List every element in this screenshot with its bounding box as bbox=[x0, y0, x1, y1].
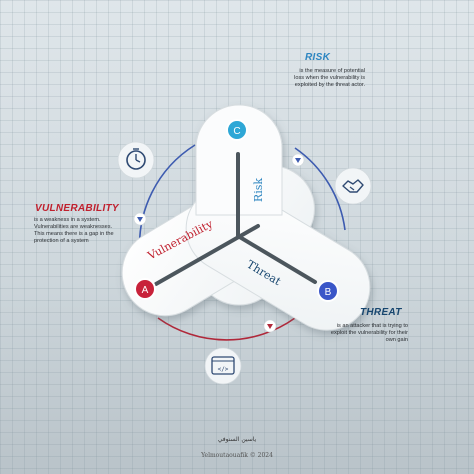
node-b bbox=[317, 280, 339, 302]
vulnerability-line: is a weakness in a system. bbox=[34, 217, 101, 223]
svg-text:</>: </> bbox=[218, 366, 229, 373]
threat-title: THREAT bbox=[360, 307, 402, 318]
code-window-icon: </> bbox=[204, 347, 242, 385]
vulnerability-line: Vulnerabilities are weaknesses. bbox=[34, 224, 113, 230]
node-c bbox=[226, 119, 248, 141]
node-a bbox=[134, 278, 156, 300]
risk-description: is the measure of potential loss when th… bbox=[265, 68, 365, 89]
handshake-icon bbox=[334, 167, 372, 205]
author-credit: Yelmoutaouafik © 2024 bbox=[201, 452, 273, 459]
band-label-risk: Risk bbox=[252, 178, 265, 202]
threat-line: own gain bbox=[385, 337, 408, 343]
node-b-label: B bbox=[325, 287, 332, 298]
arc-right bbox=[294, 147, 346, 231]
vulnerability-description: is a weakness in a system. Vulnerabiliti… bbox=[34, 217, 144, 245]
risk-title: RISK bbox=[305, 52, 331, 63]
author-arabic: ياسين السنوفي bbox=[217, 436, 257, 443]
risk-line: is the measure of potential bbox=[299, 68, 365, 74]
arc-arrow-left bbox=[137, 217, 143, 222]
risk-line: exploited by the threat actor. bbox=[294, 82, 365, 88]
vulnerability-title: VULNERABILITY bbox=[35, 203, 119, 214]
slot-risk bbox=[236, 152, 240, 238]
node-a-label: A bbox=[142, 285, 149, 296]
arc-arrow-bottom bbox=[267, 324, 273, 329]
arc-bottom bbox=[157, 317, 296, 341]
threat-line: exploit the vulnerability for their bbox=[330, 330, 408, 336]
vulnerability-line: protection of a system bbox=[34, 238, 89, 244]
threat-line: is an attacker that is trying to bbox=[336, 323, 408, 329]
node-c-label: C bbox=[233, 126, 240, 137]
slot-threat bbox=[236, 234, 317, 284]
risk-line: loss when the vulnerability is bbox=[294, 75, 365, 81]
clock-icon bbox=[117, 141, 155, 179]
threat-description: is an attacker that is trying to exploit… bbox=[300, 323, 408, 344]
vulnerability-line: This means there is a gap in the bbox=[34, 231, 114, 237]
arc-arrow-right bbox=[295, 158, 301, 163]
